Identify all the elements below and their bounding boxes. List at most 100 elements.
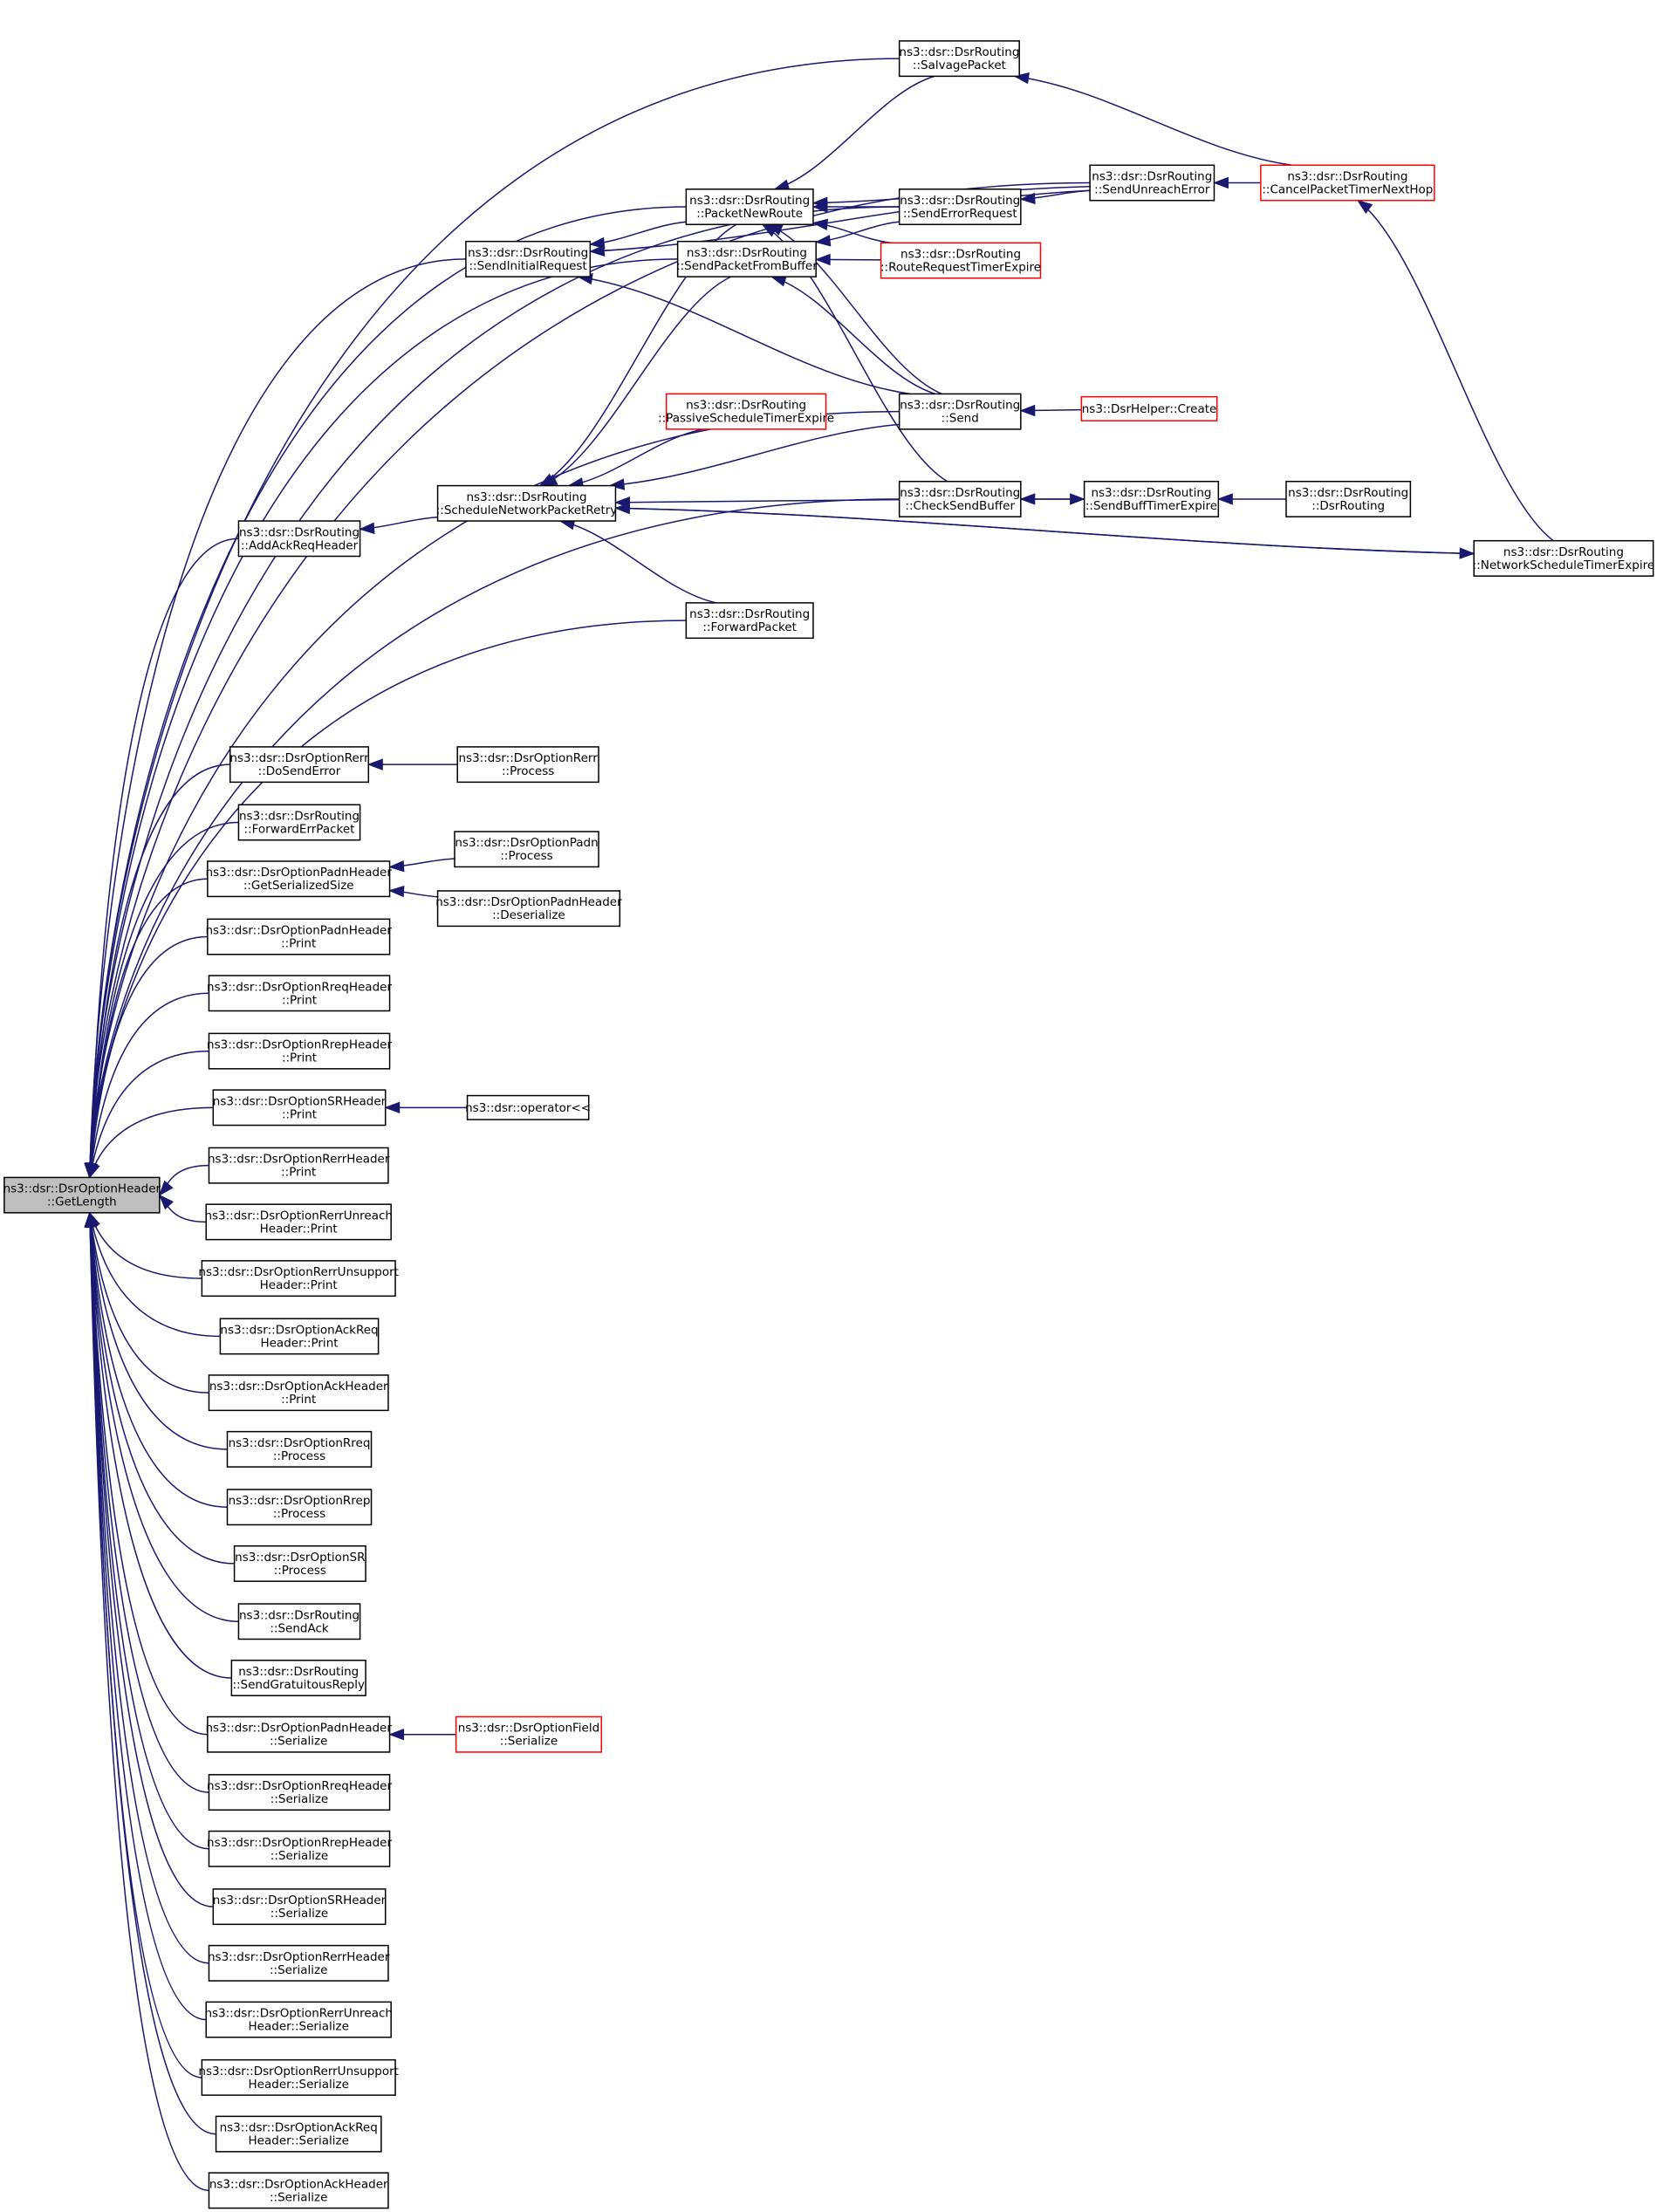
graph-node[interactable]: ns3::dsr::DsrOptionRrep::Process <box>226 1489 373 1526</box>
edge-arrowhead <box>88 1161 100 1179</box>
graph-node[interactable]: ns3::dsr::DsrRouting::SendInitialRequest <box>465 240 592 277</box>
graph-node[interactable]: ns3::dsr::DsrOptionRerrHeader::Print <box>208 1147 390 1184</box>
graph-node[interactable]: ns3::dsr::DsrOptionRerrUnreachHeader::Se… <box>204 2001 393 2038</box>
node-label: ns3::dsr::DsrOptionAckHeader <box>209 2177 388 2191</box>
edge-line <box>1014 75 1293 167</box>
edge-line <box>88 538 239 1178</box>
graph-edge <box>84 1211 209 2192</box>
graph-node[interactable]: ns3::dsr::DsrRouting::SendErrorRequest <box>898 188 1022 226</box>
node-box <box>212 1089 387 1127</box>
graph-node[interactable]: ns3::dsr::DsrOptionPadnHeader::GetSerial… <box>205 860 392 898</box>
graph-node[interactable]: ns3::dsr::DsrRouting::PacketNewRoute <box>685 188 814 226</box>
node-label: ns3::dsr::DsrRouting <box>239 1608 359 1622</box>
node-label: ns3::dsr::DsrOptionRerrUnreach <box>204 2007 393 2021</box>
node-box <box>1080 395 1218 421</box>
graph-node[interactable]: ns3::dsr::DsrOptionRerr::DoSendError <box>229 746 369 784</box>
node-label: ::Serialize <box>270 2190 327 2204</box>
node-box <box>685 188 814 226</box>
node-label: ::Print <box>281 937 316 951</box>
graph-node[interactable]: ns3::dsr::DsrOptionPadn::Process <box>454 831 599 868</box>
graph-node[interactable]: ns3::dsr::DsrRouting::DsrRouting <box>1285 480 1412 517</box>
graph-node[interactable]: ns3::dsr::DsrOptionRreqHeader::Print <box>207 975 392 1012</box>
graph-node[interactable]: ns3::dsr::DsrOptionAckHeader::Serialize <box>208 2172 389 2209</box>
node-box <box>207 860 391 898</box>
edge-line <box>615 498 900 503</box>
node-label: ns3::dsr::DsrRouting <box>687 246 807 260</box>
graph-node[interactable]: ns3::dsr::DsrOptionRerrUnreachHeader::Pr… <box>204 1203 393 1241</box>
node-label: ::Process <box>273 1449 325 1463</box>
graph-node[interactable]: ns3::dsr::DsrOptionRrepHeader::Print <box>207 1032 392 1070</box>
edge-arrowhead <box>84 1211 96 1228</box>
node-label: ns3::dsr::DsrOptionRreq <box>229 1436 371 1450</box>
graph-node[interactable]: ns3::dsr::DsrRouting::SendUnreachError <box>1089 164 1215 202</box>
node-box <box>208 1032 391 1070</box>
graph-node[interactable]: ns3::dsr::operator<< <box>465 1094 591 1120</box>
node-box <box>3 1176 161 1214</box>
edge-line <box>88 1212 209 2192</box>
edge-line <box>89 1212 221 1338</box>
node-box <box>1260 164 1435 202</box>
node-label: ns3::dsr::DsrOptionSRHeader <box>213 1894 387 1907</box>
node-label: ns3::dsr::DsrOptionPadnHeader <box>205 1722 392 1736</box>
edge-line <box>89 1212 202 1279</box>
graph-node[interactable]: ns3::dsr::DsrRouting::ScheduleNetworkPac… <box>436 484 618 522</box>
graph-node[interactable]: ns3::dsr::DsrOptionRreqHeader::Serialize <box>207 1774 392 1811</box>
graph-edge <box>577 272 911 395</box>
graph-edge <box>88 1106 214 1179</box>
graph-node[interactable]: ns3::dsr::DsrRouting::RouteRequestTimerE… <box>880 242 1042 279</box>
graph-node[interactable]: ns3::dsr::DsrOptionAckReqHeader::Seriali… <box>215 2115 382 2153</box>
graph-node[interactable]: ns3::dsr::DsrOptionPadnHeader::Deseriali… <box>435 890 622 928</box>
graph-node[interactable]: ns3::dsr::DsrOptionSRHeader::Serialize <box>212 1888 387 1926</box>
node-label: ::Serialize <box>270 1907 328 1921</box>
graph-node[interactable]: ns3::dsr::DsrOptionPadnHeader::Serialize <box>205 1715 392 1753</box>
graph-edge <box>158 1164 209 1196</box>
graph-node[interactable]: ns3::dsr::DsrOptionRrepHeader::Serialize <box>207 1830 392 1867</box>
graph-node[interactable]: ns3::dsr::DsrRouting::SendGratuitousRepl… <box>230 1660 366 1696</box>
edge-line <box>590 221 687 245</box>
graph-node[interactable]: ns3::dsr::DsrRouting::CancelPacketTimerN… <box>1260 164 1435 202</box>
node-label: ns3::dsr::DsrOptionPadnHeader <box>205 924 392 938</box>
graph-node[interactable]: ns3::dsr::DsrRouting::SendPacketFromBuff… <box>676 240 818 277</box>
edge-line <box>88 206 687 1178</box>
node-label: ns3::dsr::DsrRouting <box>900 399 1020 413</box>
graph-node[interactable]: ns3::dsr::DsrOptionRerrUnsupportHeader::… <box>198 1260 399 1298</box>
graph-node[interactable]: ns3::DsrHelper::Create <box>1080 395 1218 421</box>
node-label: ns3::dsr::DsrRouting <box>1288 486 1408 500</box>
node-label: ::Print <box>281 1166 316 1180</box>
node-label: ns3::dsr::DsrOptionRerrHeader <box>208 1950 390 1964</box>
node-box <box>685 602 814 640</box>
graph-node[interactable]: ns3::dsr::DsrOptionPadnHeader::Print <box>205 918 392 955</box>
graph-node[interactable]: ns3::dsr::DsrOptionHeader::GetLength <box>3 1176 161 1214</box>
graph-node[interactable]: ns3::dsr::DsrRouting::ForwardPacket <box>685 602 814 640</box>
node-box <box>201 1260 396 1298</box>
graph-node[interactable]: ns3::dsr::DsrRouting::NetworkScheduleTim… <box>1473 539 1655 577</box>
node-label: ns3::dsr::DsrOptionSR <box>235 1551 365 1565</box>
graph-node[interactable]: ns3::dsr::DsrOptionSRHeader::Print <box>212 1089 387 1127</box>
node-label: ns3::dsr::DsrOptionSRHeader <box>213 1094 387 1108</box>
node-label: ns3::dsr::DsrRouting <box>900 194 1020 208</box>
graph-node[interactable]: ns3::dsr::DsrOptionRreq::Process <box>226 1430 373 1468</box>
node-label: Header::Serialize <box>249 2078 349 2092</box>
graph-node[interactable]: ns3::dsr::DsrRouting::CheckSendBuffer <box>898 480 1022 517</box>
edge-line <box>767 223 942 395</box>
graph-node[interactable]: ns3::dsr::DsrOptionSR::Process <box>233 1544 366 1582</box>
graph-node[interactable]: ns3::dsr::DsrRouting::Send <box>898 393 1022 430</box>
graph-edge <box>814 253 881 266</box>
graph-node[interactable]: ns3::dsr::DsrRouting::ForwardErrPacket <box>237 804 361 841</box>
graph-node[interactable]: ns3::dsr::DsrRouting::SendAck <box>237 1603 361 1640</box>
node-label: ns3::dsr::DsrOptionAckReq <box>220 1323 378 1337</box>
graph-node[interactable]: ns3::dsr::DsrRouting::AddAckReqHeader <box>237 520 361 558</box>
graph-node[interactable]: ns3::dsr::DsrRouting::SalvagePacket <box>898 40 1020 78</box>
graph-node[interactable]: ns3::dsr::DsrOptionRerr::Process <box>456 746 599 784</box>
graph-node[interactable]: ns3::dsr::DsrRouting::SendBuffTimerExpir… <box>1083 480 1220 517</box>
graph-node[interactable]: ns3::dsr::DsrOptionAckHeader::Print <box>208 1374 389 1412</box>
node-box <box>233 1544 366 1582</box>
graph-node[interactable]: ns3::dsr::DsrRouting::PassiveScheduleTim… <box>658 393 834 430</box>
node-label: Header::Print <box>260 1336 338 1350</box>
graph-node[interactable]: ns3::dsr::DsrOptionRerrHeader::Serialize <box>208 1944 390 1982</box>
graph-node[interactable]: ns3::dsr::DsrOptionRerrUnsupportHeader::… <box>198 2058 399 2096</box>
node-box <box>455 1715 603 1753</box>
node-box <box>212 1888 387 1926</box>
graph-node[interactable]: ns3::dsr::DsrOptionField::Serialize <box>455 1715 603 1753</box>
